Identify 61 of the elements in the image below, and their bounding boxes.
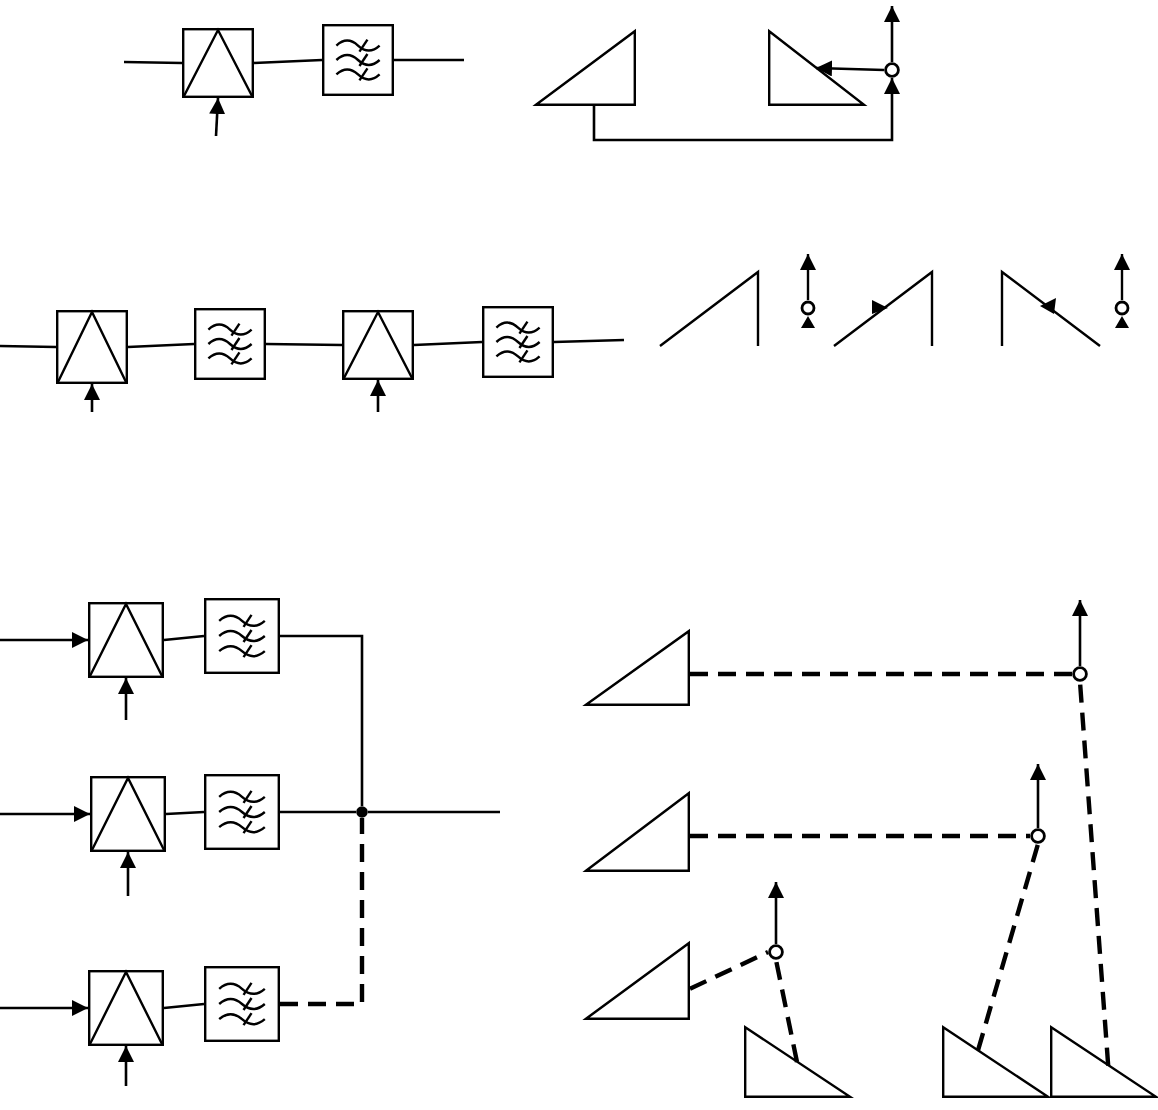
connector-line — [975, 843, 1041, 1051]
junction-circle — [768, 944, 784, 960]
amplifier-box — [342, 310, 414, 380]
connector-line — [0, 344, 57, 349]
connector-line — [165, 810, 205, 816]
connector-line — [280, 634, 364, 806]
ramp-triangle — [586, 630, 690, 706]
ramp-triangle — [536, 30, 636, 106]
junction-circle — [1072, 666, 1088, 682]
connector-line — [280, 818, 365, 1007]
amplifier-box — [56, 310, 128, 384]
connector-line — [280, 810, 356, 814]
arrow — [884, 6, 900, 62]
arrow — [1072, 600, 1088, 666]
amplifier-box — [88, 602, 164, 678]
ramp-triangle — [768, 30, 864, 106]
connector-line — [266, 342, 342, 347]
ramp-triangle — [744, 1026, 850, 1098]
filter-box — [194, 308, 266, 380]
amplifier-box — [88, 970, 164, 1046]
junction-circle — [884, 62, 900, 78]
arrow — [0, 632, 88, 648]
arrow — [1030, 764, 1046, 828]
arrow — [209, 97, 226, 137]
arrow — [0, 806, 90, 822]
connector-line — [1077, 681, 1111, 1066]
connector-line — [253, 58, 323, 65]
connector-line — [163, 634, 205, 642]
amplifier-box — [90, 776, 166, 852]
ramp-triangle — [586, 792, 690, 872]
filter-box — [204, 966, 280, 1042]
connector-line — [690, 671, 1072, 677]
arrow — [815, 60, 885, 77]
filter-box — [482, 306, 554, 378]
connector-line — [127, 342, 195, 349]
arrow — [120, 852, 136, 896]
junction-circle — [1030, 828, 1046, 844]
connector-line — [690, 833, 1030, 839]
ramp-triangle — [586, 942, 690, 1020]
ramp-triangle — [942, 1026, 1048, 1098]
connector-line — [413, 340, 483, 347]
filter-box — [322, 24, 394, 96]
filter-box — [204, 598, 280, 674]
filter-box — [204, 774, 280, 850]
amplifier-box — [182, 28, 254, 98]
junction-dot — [356, 806, 368, 818]
connector-line — [553, 338, 625, 344]
connector-line — [123, 60, 183, 65]
connector-line — [368, 810, 500, 814]
connector-line — [163, 1002, 205, 1010]
arrow — [118, 1046, 134, 1086]
arrow — [370, 380, 386, 412]
arrow — [0, 1000, 88, 1016]
connector-line — [394, 58, 464, 62]
arrow — [768, 882, 784, 944]
connector-line — [773, 959, 800, 1063]
connector-line — [689, 950, 769, 991]
ramp-triangle — [1050, 1026, 1156, 1098]
arrow — [118, 678, 134, 720]
arrow — [84, 384, 100, 412]
arrow — [592, 78, 900, 142]
